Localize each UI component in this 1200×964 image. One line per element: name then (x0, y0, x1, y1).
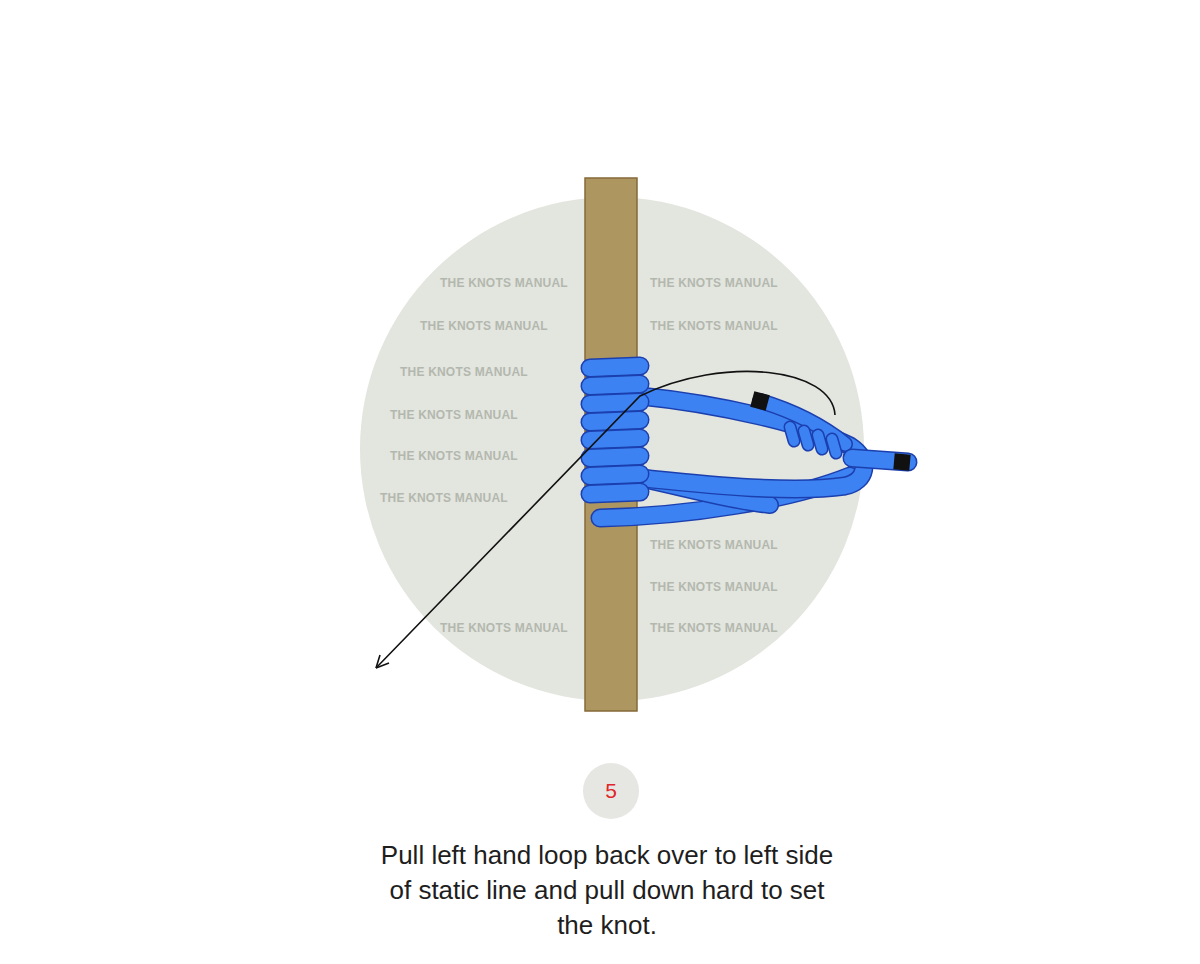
watermark: THE KNOTS MANUAL (390, 408, 518, 422)
rope-outline (790, 427, 794, 441)
watermark: THE KNOTS MANUAL (650, 276, 778, 290)
rope-strand (818, 435, 822, 449)
whipped-end (893, 453, 910, 470)
watermark: THE KNOTS MANUAL (420, 319, 548, 333)
watermark: THE KNOTS MANUAL (650, 538, 778, 552)
rope-strand (590, 492, 640, 494)
step-caption: Pull left hand loop back over to left si… (377, 838, 837, 943)
watermark: THE KNOTS MANUAL (650, 621, 778, 635)
rope-outline (640, 396, 864, 489)
watermark: THE KNOTS MANUAL (380, 491, 508, 505)
direction-arrow (376, 371, 835, 668)
step-badge: 5 (583, 763, 639, 819)
watermark: THE KNOTS MANUAL (650, 319, 778, 333)
whipped-end (750, 391, 770, 411)
rope-strand (590, 474, 640, 476)
rope-outline (590, 384, 640, 386)
rope-strand (832, 439, 836, 453)
rope-outline (590, 366, 640, 368)
watermark: THE KNOTS MANUAL (650, 580, 778, 594)
callout-number: 5 (605, 779, 617, 803)
rope-strand (590, 366, 640, 368)
watermark: THE KNOTS MANUAL (390, 449, 518, 463)
rope-outline (590, 474, 640, 476)
rope-strand (790, 427, 794, 441)
rope-outline (590, 456, 640, 458)
watermark: THE KNOTS MANUAL (440, 621, 568, 635)
rope-strand (804, 431, 808, 445)
rope-strand (590, 384, 640, 386)
rope-strand (640, 396, 864, 489)
rope (590, 366, 911, 518)
rope-outline (832, 439, 836, 453)
watermark: THE KNOTS MANUAL (400, 365, 528, 379)
rope-outline (590, 492, 640, 494)
rope-strand (590, 456, 640, 458)
rope-outline (804, 431, 808, 445)
watermark: THE KNOTS MANUAL (440, 276, 568, 290)
rope-outline (818, 435, 822, 449)
